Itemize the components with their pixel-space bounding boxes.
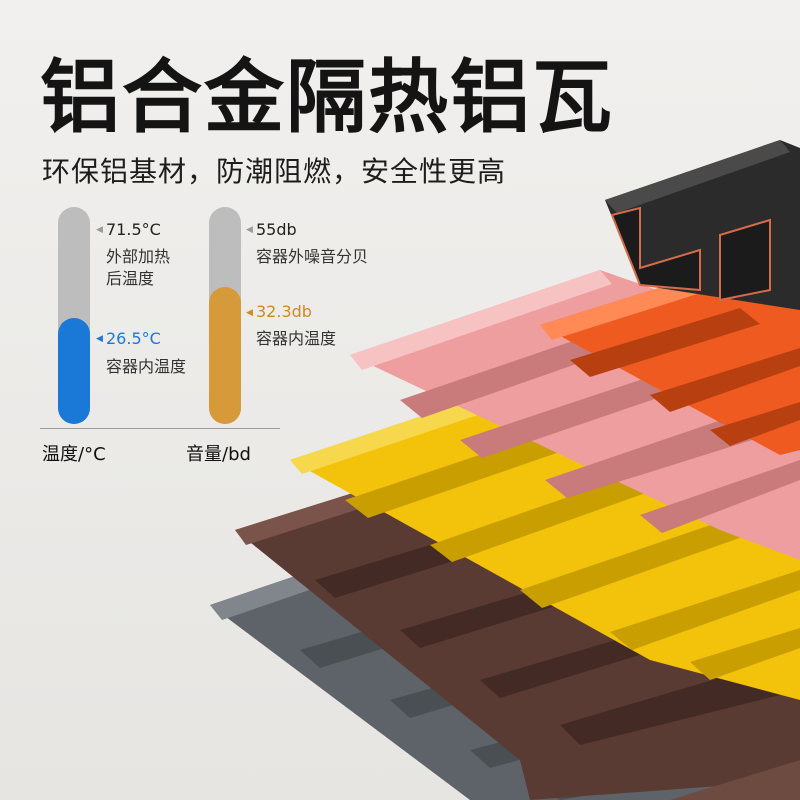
temperature-top-desc-2: 后温度: [106, 269, 155, 288]
page-title: 铝合金隔热铝瓦: [40, 51, 614, 144]
chart-baseline: [40, 428, 280, 429]
page-subtitle: 环保铝基材，防潮阻燃，安全性更高: [42, 155, 507, 188]
sound-top-desc: 容器外噪音分贝: [256, 247, 369, 266]
temperature-axis-label: 温度/°C: [42, 444, 106, 465]
temperature-bottom-value: 26.5°C: [106, 329, 161, 348]
temperature-top-desc-1: 外部加热: [106, 247, 171, 266]
orange-tile: [540, 275, 800, 455]
sound-bar: [209, 207, 241, 424]
temperature-bar-fill: [58, 317, 90, 424]
sound-top-value: 55db: [256, 220, 297, 239]
sound-axis-label: 音量/bd: [186, 444, 251, 465]
sound-bottom-desc: 容器内温度: [256, 329, 337, 348]
temperature-top-value: 71.5°C: [106, 220, 161, 239]
temperature-bar: [58, 207, 90, 424]
sound-bar-fill: [209, 287, 241, 424]
sound-bottom-value: 32.3db: [256, 302, 312, 321]
black-tile: [605, 140, 800, 310]
temperature-top-pointer-icon: ◀: [96, 225, 103, 235]
sound-top-pointer-icon: ◀: [246, 225, 253, 235]
temperature-bottom-pointer-icon: ◀: [96, 334, 103, 344]
sound-bottom-pointer-icon: ◀: [246, 308, 253, 318]
temperature-bottom-desc: 容器内温度: [106, 357, 187, 376]
